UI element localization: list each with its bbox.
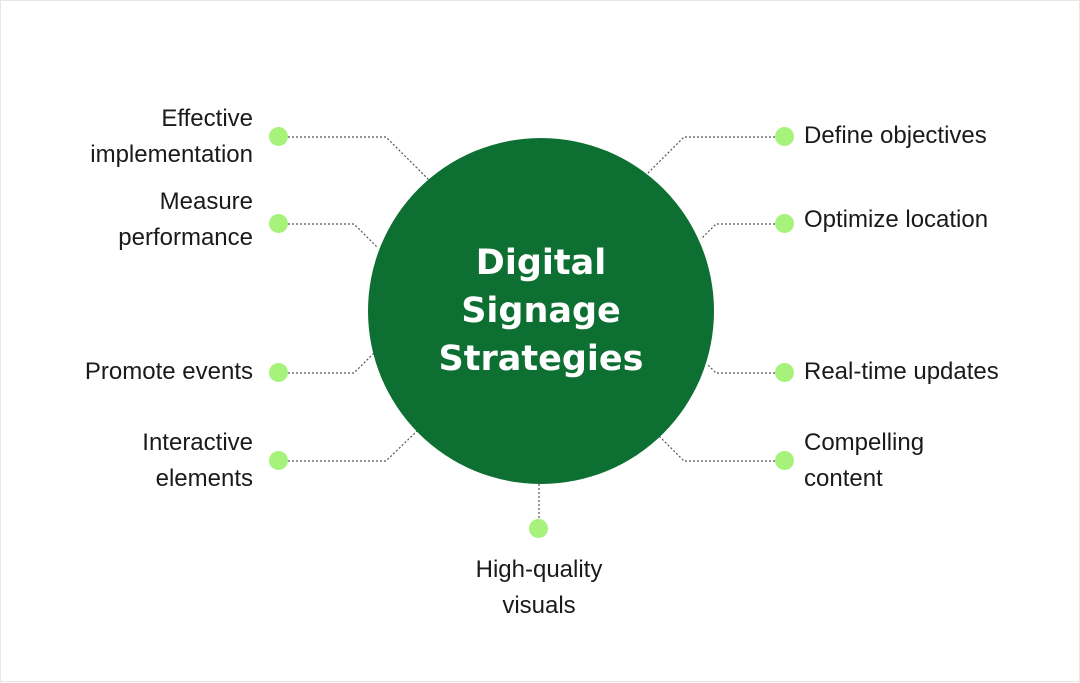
connector-interactive-elements [288,430,418,462]
node-label-compelling-content: Compelling content [804,429,925,492]
node-dot-promote-events [269,363,288,382]
connector-optimize-location [700,223,775,240]
node-label-optimize-location: Optimize location [804,206,989,233]
node-dot-interactive-elements [269,451,288,470]
node-dot-real-time-updates [775,363,794,382]
connector-measure-performance [288,223,379,249]
hub-circle: Digital Signage Strategies [368,138,714,484]
connector-effective-implementation [288,136,430,181]
node-label-measure-performance: Measure performance [118,188,253,251]
node-label-effective-implementation: Effective implementation [90,105,253,168]
node-dot-compelling-content [775,451,794,470]
hub-title: Digital Signage Strategies [438,243,644,379]
node-label-define-objectives: Define objectives [804,122,987,149]
node-dot-effective-implementation [269,127,288,146]
connector-define-objectives [645,136,775,176]
connector-compelling-content [657,434,775,462]
node-label-interactive-elements: Interactive elements [142,429,253,492]
node-label-high-quality-visuals: High-quality visuals [475,556,603,619]
node-dot-define-objectives [775,127,794,146]
connector-group [288,136,775,519]
node-dot-optimize-location [775,214,794,233]
node-dot-high-quality-visuals [529,519,548,538]
node-label-real-time-updates: Real-time updates [804,358,999,385]
node-label-promote-events: Promote events [84,358,253,385]
connector-promote-events [288,352,375,374]
node-dot-measure-performance [269,214,288,233]
connector-real-time-updates [706,363,775,374]
